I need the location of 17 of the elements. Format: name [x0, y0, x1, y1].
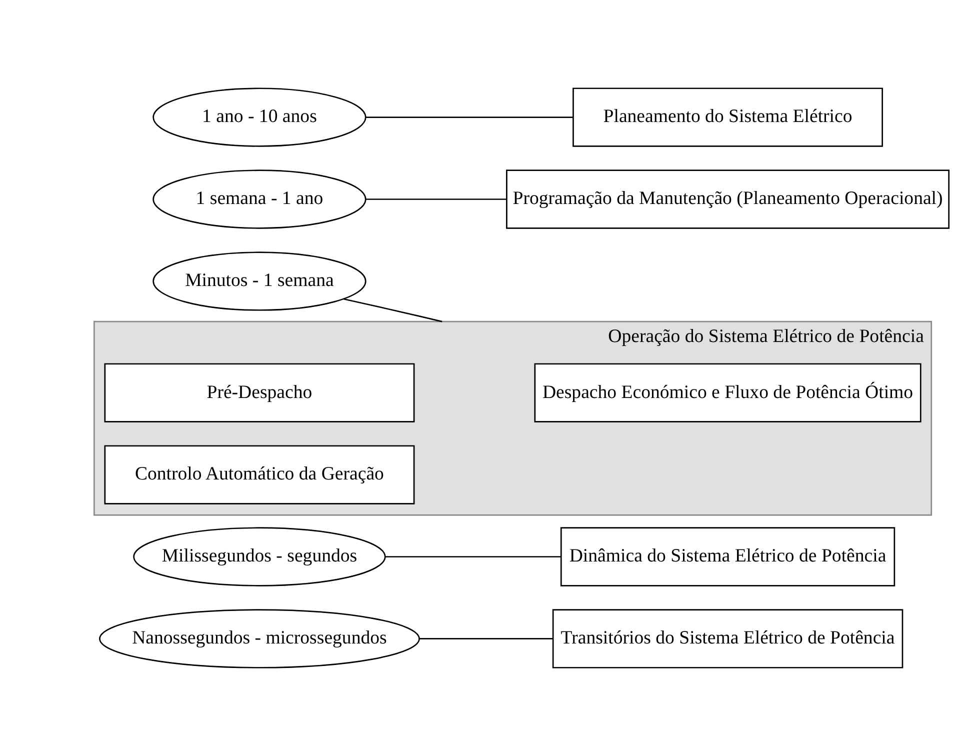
node-box: Dinâmica do Sistema Elétrico de Potência: [560, 526, 896, 586]
node-box: Pré-Despacho: [104, 362, 415, 422]
node-box: Programação da Manutenção (Planeamento Operacional): [506, 169, 950, 228]
node-ellipse: 1 semana - 1 ano: [152, 169, 366, 228]
node-box: Transitórios do Sistema Elétrico de Potência: [552, 608, 904, 668]
node-box: Despacho Económico e Fluxo de Potência Ótimo: [534, 362, 922, 422]
node-ellipse: 1 ano - 10 anos: [152, 87, 366, 146]
node-ellipse: Nanossegundos - microssegundos: [99, 608, 420, 668]
node-box: Planeamento do Sistema Elétrico: [572, 87, 883, 146]
connector: [343, 298, 442, 322]
connector: [366, 198, 507, 200]
node-ellipse: Minutos - 1 semana: [152, 251, 366, 310]
connector: [386, 556, 561, 557]
node-box: Controlo Automático da Geração: [104, 444, 415, 504]
node-ellipse: Milissegundos - segundos: [133, 526, 386, 586]
connector: [366, 116, 574, 118]
connector: [420, 638, 553, 639]
